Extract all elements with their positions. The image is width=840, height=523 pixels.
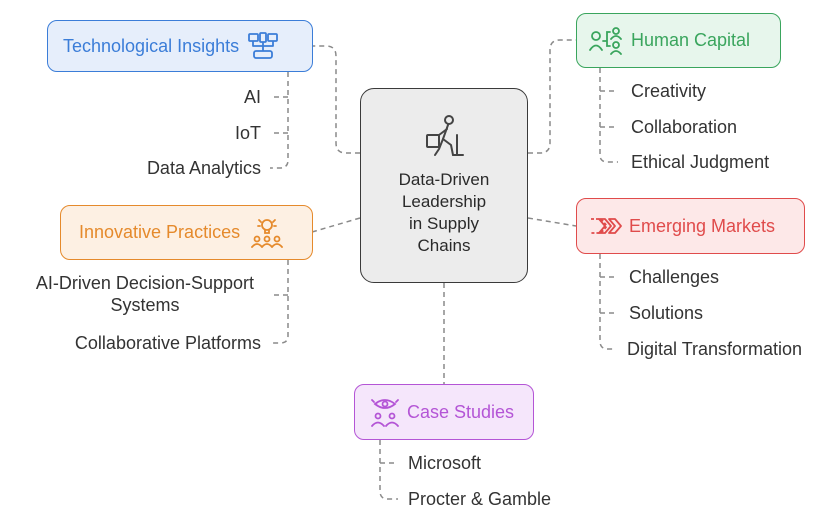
- connector-center-markets: [527, 217, 577, 227]
- leaf-iot: IoT: [234, 123, 261, 143]
- leaf-microsoft: Microsoft: [408, 453, 482, 473]
- leaf-ethical-judgment: Ethical Judgment: [631, 152, 770, 172]
- topic-label: Human Capital: [631, 30, 751, 50]
- forward-chevrons-icon: [591, 218, 622, 234]
- leaf-ai-driven-dss: AI-Driven Decision-Support Systems: [35, 273, 254, 315]
- central-topic-title: Data-Driven Leadership in Supply Chains: [398, 170, 490, 255]
- leaf-solutions: Solutions: [629, 303, 704, 323]
- leaf-procter-gamble: Procter & Gamble: [408, 489, 552, 509]
- leaf-collaboration: Collaboration: [631, 117, 738, 137]
- connector-tech-items: [270, 72, 289, 169]
- topic-label: Emerging Markets: [629, 215, 776, 236]
- leaf-challenges: Challenges: [629, 267, 720, 287]
- connected-devices-icon: [248, 32, 279, 59]
- leaf-creativity: Creativity: [631, 81, 707, 101]
- connector-center-innov: [311, 217, 361, 233]
- connector-markets-items: [599, 254, 616, 350]
- topic-innovative-practices[interactable]: Innovative Practices: [60, 205, 313, 260]
- leaf-digital-transformation: Digital Transformation: [627, 339, 803, 359]
- topic-label: Innovative Practices: [79, 222, 241, 242]
- topic-technological-insights[interactable]: Technological Insights: [47, 20, 313, 72]
- connector-innov-items: [270, 260, 289, 344]
- people-network-icon: [589, 26, 622, 55]
- connector-center-human: [528, 39, 576, 154]
- topic-emerging-markets[interactable]: Emerging Markets: [576, 198, 805, 254]
- topic-human-capital[interactable]: Human Capital: [576, 13, 781, 68]
- central-topic-node[interactable]: Data-Driven Leadership in Supply Chains: [360, 88, 528, 283]
- lightbulb-team-icon: [251, 218, 283, 248]
- topic-label: Case Studies: [407, 401, 515, 422]
- leaf-data-analytics: Data Analytics: [146, 158, 261, 178]
- eye-study-group-icon: [371, 399, 399, 427]
- connector-human-items: [599, 68, 618, 163]
- leaf-ai: AI: [243, 87, 261, 107]
- person-pushing-cart-icon: [426, 115, 464, 156]
- connector-center-tech: [313, 45, 360, 154]
- connector-cases-items: [379, 440, 398, 500]
- topic-case-studies[interactable]: Case Studies: [354, 384, 534, 440]
- topic-label: Technological Insights: [63, 35, 240, 56]
- leaf-collaborative-platforms: Collaborative Platforms: [74, 333, 261, 353]
